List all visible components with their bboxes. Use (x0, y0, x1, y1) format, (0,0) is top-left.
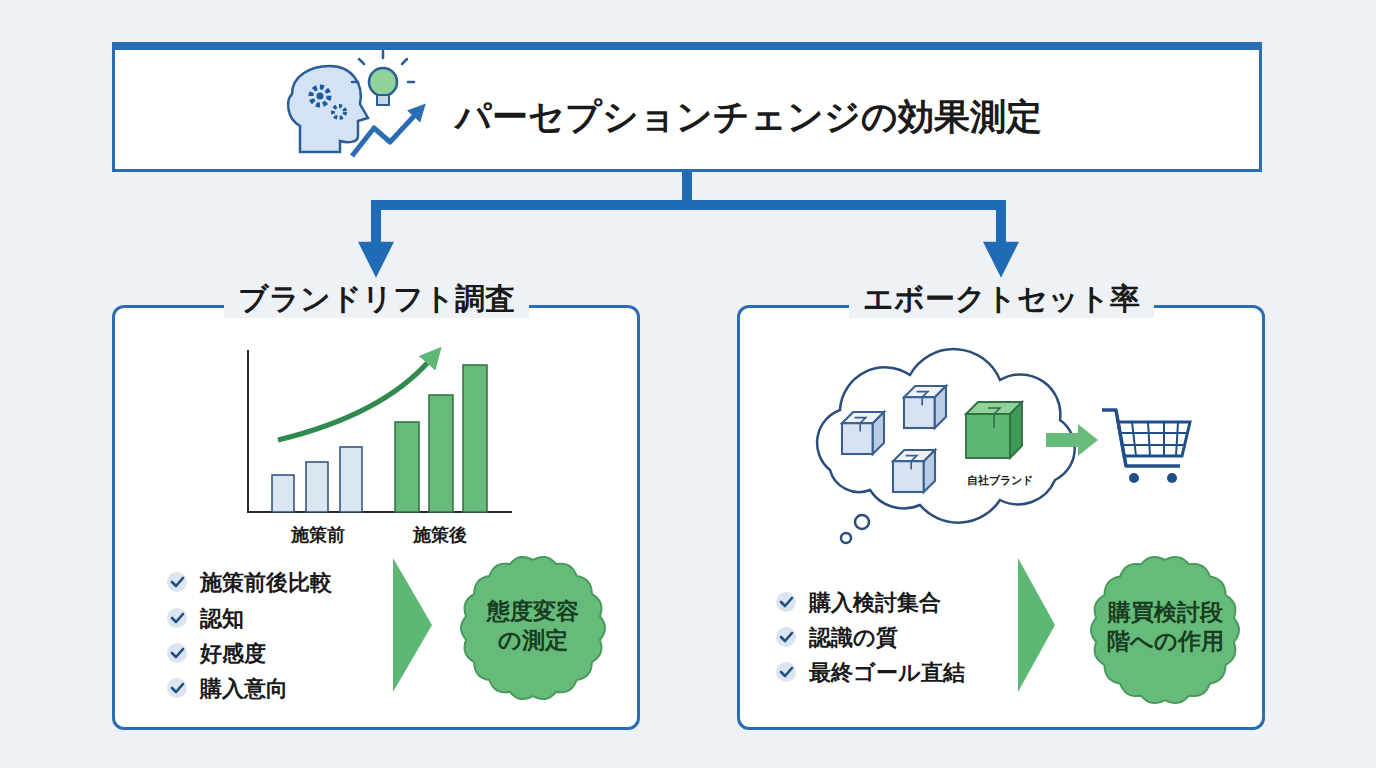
method-panel: ブランドリフト調査施策前後比較認知好感度購入意向態度変容の測定 (112, 305, 640, 730)
title-box: パーセプションチェンジの効果測定 (112, 42, 1262, 172)
brand-label: 自社ブランド (967, 473, 1033, 488)
bar-chart (248, 350, 512, 512)
branch-arrow (376, 172, 687, 249)
cart-arrow (1046, 410, 1190, 483)
check-item: 施策前後比較 (200, 569, 460, 597)
check-item: 購入検討集合 (809, 589, 1069, 617)
result-badge: 購買検討段階への作用 (1087, 552, 1243, 708)
chevron (393, 558, 1055, 692)
axis-label: 施策前 (291, 523, 345, 547)
title-text: パーセプションチェンジの効果測定 (455, 94, 1155, 139)
thought-cloud (817, 349, 1075, 543)
check-item: 認識の質 (809, 624, 1069, 652)
title-icon (288, 51, 416, 156)
check-item: 認知 (200, 605, 460, 633)
check-item: 購入意向 (200, 675, 460, 703)
panel-heading: エボークトセット率 (849, 280, 1154, 318)
badge-text: 購買検討段階への作用 (1097, 598, 1233, 656)
axis-label: 施策後 (413, 523, 467, 547)
result-badge: 態度変容の測定 (457, 552, 609, 704)
badge-text: 態度変容の測定 (487, 597, 579, 655)
check-icons (167, 572, 796, 698)
check-item: 好感度 (200, 640, 460, 668)
method-panel: エボークトセット率購入検討集合認識の質最終ゴール直結購買検討段階への作用 (737, 305, 1265, 730)
check-item: 最終ゴール直結 (809, 659, 1069, 687)
panel-heading: ブランドリフト調査 (224, 280, 529, 318)
branch-arrow (687, 172, 1001, 249)
